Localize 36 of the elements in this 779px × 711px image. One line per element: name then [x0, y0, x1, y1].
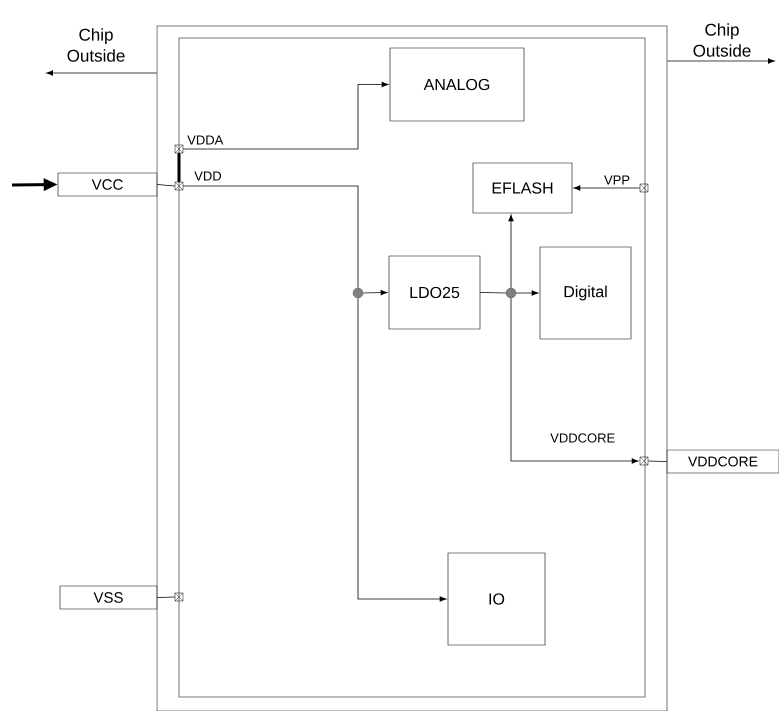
pin-box: VDDCORE: [666, 450, 779, 474]
arrow: [508, 214, 514, 288]
wire: [480, 292, 506, 294]
arrow: [574, 185, 640, 191]
pin-label: VPP: [604, 176, 630, 184]
junction-dot: [506, 288, 516, 298]
pad-symbol: [640, 184, 648, 192]
pad-symbol: [174, 182, 184, 190]
arrow: [362, 290, 388, 296]
junction-dot: [352, 288, 364, 298]
pin-box: VSS: [60, 586, 158, 610]
block-box: Digital: [540, 246, 632, 340]
arrow: [46, 70, 157, 76]
wire: [648, 460, 668, 462]
edge-label: Chip Outside: [68, 28, 125, 62]
pad-symbol: [174, 144, 184, 154]
pad-symbol: [174, 592, 184, 602]
pin-label: VDDCORE: [550, 433, 615, 443]
pin-box: VCC: [58, 172, 158, 196]
block-box: ANALOG: [390, 48, 524, 122]
arrow: [358, 298, 446, 602]
pin-label: VDDA: [187, 136, 224, 144]
arrow: [516, 290, 538, 296]
pad-symbol: [640, 456, 648, 466]
pin-label: VDD: [194, 172, 222, 180]
wire: [156, 596, 176, 598]
arrow: [182, 82, 388, 150]
bus-bar: [178, 153, 180, 182]
block-box: EFLASH: [472, 162, 572, 214]
edge-label: Chip Outside: [694, 23, 751, 57]
block-box: IO: [448, 552, 546, 646]
arrow: [510, 298, 638, 464]
block-box: LDO25: [388, 256, 480, 330]
arrow: [667, 58, 775, 64]
wire: [182, 186, 358, 288]
wire: [156, 184, 176, 186]
